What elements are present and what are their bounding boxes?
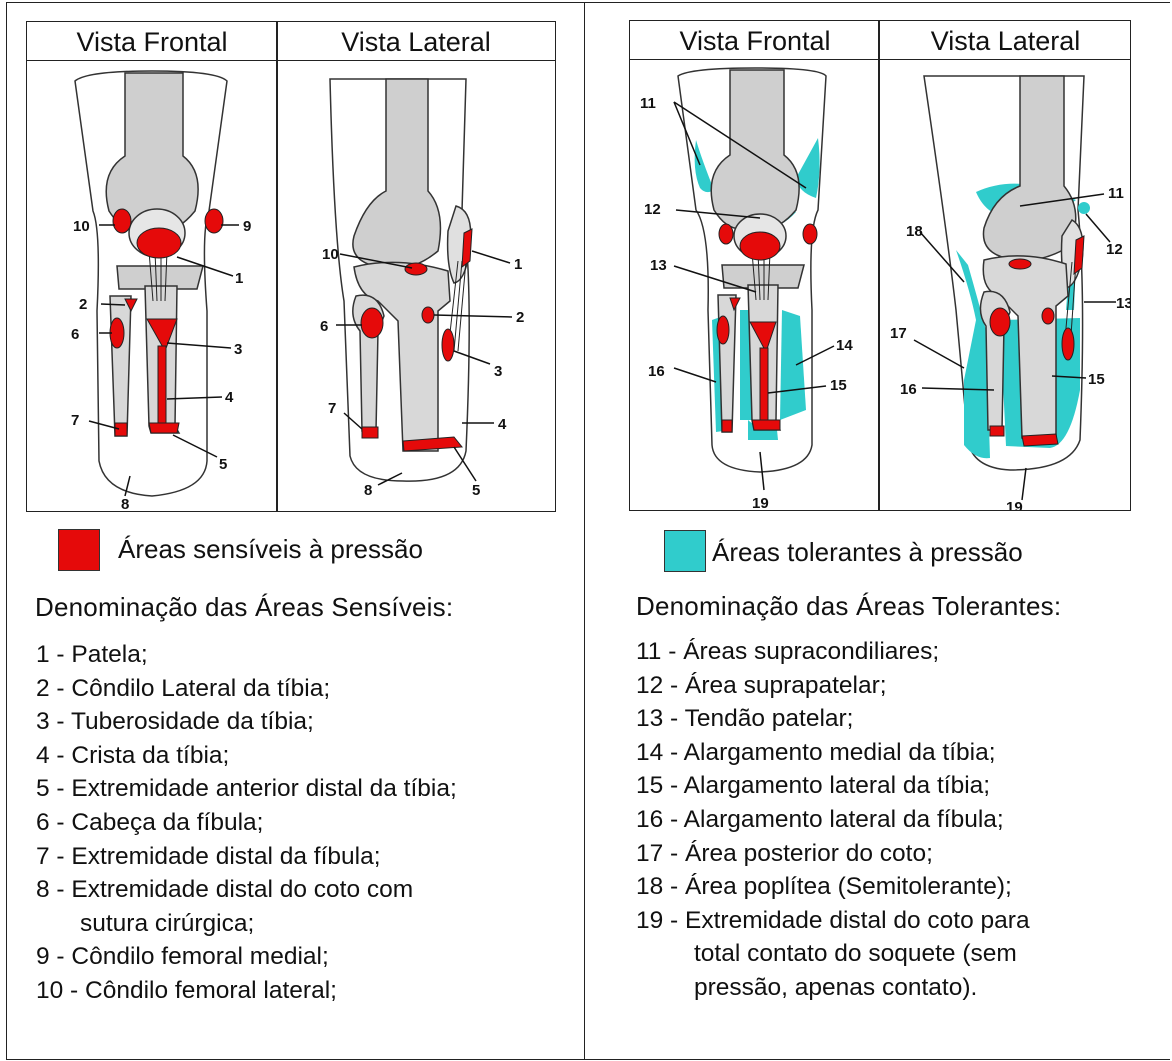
list-item: 9 - Côndilo femoral medial; [36,940,457,974]
label-8: 8 [364,482,372,499]
list-item-continuation: total contato do soquete (sem [636,937,1030,971]
label-7: 7 [71,412,79,429]
label-11: 11 [1108,185,1124,202]
sensitive-legend-swatch [58,529,100,571]
tolerant-legend-swatch [664,530,706,572]
list-item: 3 - Tuberosidade da tíbia; [36,705,457,739]
list-item: 2 - Côndilo Lateral da tíbia; [36,672,457,706]
tolerant-areas-list: 11 - Áreas supracondiliares; 12 - Área s… [636,635,1030,1005]
label-8: 8 [121,496,129,511]
label-7: 7 [328,400,336,417]
list-item: 12 - Área suprapatelar; [636,669,1030,703]
label-9: 9 [243,218,251,235]
list-item: 1 - Patela; [36,638,457,672]
list-item: 18 - Área poplítea (Semitolerante); [636,870,1030,904]
tolerant-legend-label: Áreas tolerantes à pressão [712,537,1023,568]
label-6: 6 [71,326,79,343]
label-3: 3 [494,363,502,380]
label-4: 4 [225,389,234,406]
tolerant-figure-table: Vista Frontal Vista Lateral [629,20,1131,511]
label-19: 19 [752,495,769,510]
list-item: 13 - Tendão patelar; [636,702,1030,736]
figure-header: Vista Frontal Vista Lateral [27,22,555,61]
list-item: 11 - Áreas supracondiliares; [636,635,1030,669]
list-item: 7 - Extremidade distal da fíbula; [36,840,457,874]
list-item: 5 - Extremidade anterior distal da tíbia… [36,772,457,806]
label-13: 13 [1116,295,1130,312]
label-15: 15 [1088,371,1105,388]
tolerant-areas-panel: Vista Frontal Vista Lateral [585,2,1170,1060]
header-vista-lateral: Vista Lateral [881,21,1130,59]
list-item: 16 - Alargamento lateral da fíbula; [636,803,1030,837]
sensitive-areas-panel: Vista Frontal Vista Lateral [6,2,584,1060]
label-18: 18 [906,223,923,240]
sensitive-list-title: Denominação das Áreas Sensíveis: [35,592,453,623]
label-16: 16 [648,363,665,380]
label-3: 3 [234,341,242,358]
list-item: 15 - Alargamento lateral da tíbia; [636,769,1030,803]
lateral-view-sensitive-illustration: 10 1 6 2 3 7 4 8 5 [278,61,554,511]
list-item-continuation: sutura cirúrgica; [36,907,457,941]
label-1: 1 [514,256,522,273]
list-item-continuation: pressão, apenas contato). [636,971,1030,1005]
figure-header: Vista Frontal Vista Lateral [630,21,1130,60]
header-vista-frontal: Vista Frontal [27,22,277,60]
tolerant-list-title: Denominação das Áreas Tolerantes: [636,591,1061,622]
sensitive-areas-list: 1 - Patela; 2 - Côndilo Lateral da tíbia… [36,638,457,1008]
label-17: 17 [890,325,907,342]
label-13: 13 [650,257,667,274]
list-item: 14 - Alargamento medial da tíbia; [636,736,1030,770]
label-15: 15 [830,377,847,394]
sensitive-figure-table: Vista Frontal Vista Lateral [26,21,556,512]
label-10: 10 [73,218,90,235]
label-10: 10 [322,246,339,263]
label-5: 5 [219,456,227,473]
label-4: 4 [498,416,507,433]
label-14: 14 [836,337,853,354]
label-11: 11 [640,95,656,112]
label-6: 6 [320,318,328,335]
header-vista-lateral: Vista Lateral [278,22,554,60]
list-item: 17 - Área posterior do coto; [636,837,1030,871]
label-16: 16 [900,381,917,398]
header-vista-frontal: Vista Frontal [630,21,880,59]
label-19: 19 [1006,499,1023,510]
list-item: 8 - Extremidade distal do coto com [36,873,457,907]
frontal-view-tolerant-illustration: 11 12 13 14 16 15 19 [630,60,878,510]
frontal-view-sensitive-illustration: 10 9 2 1 6 3 4 7 5 8 [27,61,276,511]
label-1: 1 [235,270,243,287]
list-item: 6 - Cabeça da fíbula; [36,806,457,840]
label-2: 2 [79,296,87,313]
list-item: 10 - Côndilo femoral lateral; [36,974,457,1008]
label-12: 12 [1106,241,1123,258]
list-item: 19 - Extremidade distal do coto para [636,904,1030,938]
label-12: 12 [644,201,661,218]
label-2: 2 [516,309,524,326]
lateral-view-tolerant-illustration: 11 18 12 13 17 16 15 19 [880,60,1130,510]
list-item: 4 - Crista da tíbia; [36,739,457,773]
sensitive-legend-label: Áreas sensíveis à pressão [118,534,423,565]
label-5: 5 [472,482,480,499]
